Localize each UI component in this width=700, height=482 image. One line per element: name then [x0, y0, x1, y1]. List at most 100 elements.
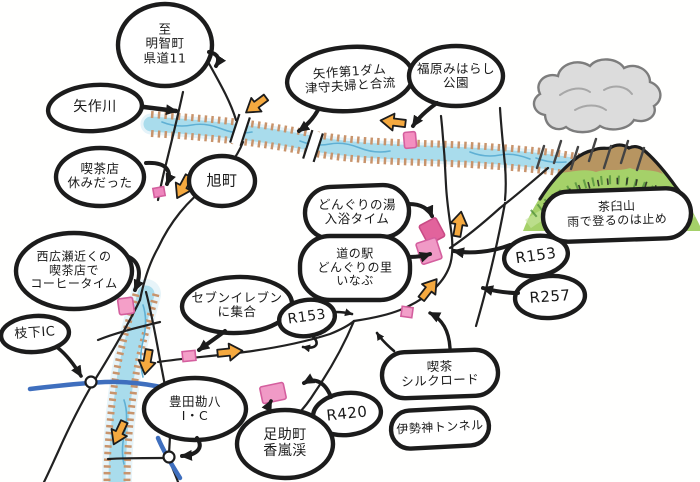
bubble-text: シルクロード	[400, 371, 480, 390]
kanpachi-ic-node	[162, 450, 176, 464]
arrow-michinoeki	[407, 251, 432, 263]
bubble-text: I・C	[181, 408, 209, 423]
bubble-text: 豊田勘八	[168, 393, 222, 409]
bubble-text: 西広瀬近くの	[36, 249, 112, 264]
label-chausuyama: 茶臼山 雨で登るのは止め	[567, 199, 668, 230]
bubble-text: どんぐりの湯	[317, 196, 397, 212]
arrow-route-153-east	[452, 243, 512, 259]
label-seven-eleven: セブンイレブン に集合	[191, 289, 283, 320]
bubble-text: 県道11	[143, 50, 187, 66]
arrow-shidare-ic	[56, 346, 83, 378]
bubble-kissaten-closed	[53, 145, 147, 209]
bubble-text: に集合	[217, 304, 257, 319]
route-arrow-1	[240, 89, 272, 121]
arrow-route-257	[481, 285, 520, 296]
bubble-text: 喫茶店	[80, 160, 120, 176]
road-riverside-west	[42, 298, 142, 482]
road-fukuhara	[498, 106, 507, 202]
road-asuke-branch	[296, 319, 356, 416]
arrow-route-153-curl	[301, 334, 318, 353]
bubble-shidare-ic	[0, 313, 72, 355]
label-shidare-ic: 枝下IC	[14, 324, 56, 343]
label-asahi-cho: 旭町	[206, 172, 237, 189]
label-nishihirose: 西広瀬近くの 喫茶店で コーヒータイム	[30, 250, 117, 291]
bubble-text: 福原みはらし	[416, 60, 496, 76]
shidare-ic-node	[84, 375, 98, 389]
bubble-cafe-silk-road	[379, 347, 501, 401]
bubble-text: 公園	[442, 75, 470, 90]
bubble-text: セブンイレブン	[191, 289, 283, 305]
marker-kissaten	[151, 185, 167, 199]
bubble-text: 旭町	[206, 171, 238, 190]
yahagi-river-top	[151, 114, 587, 177]
bubble-text: 至	[158, 21, 172, 37]
dam-break-1	[229, 113, 251, 147]
label-toyota-kanpachi: 豊田勘八 I・C	[168, 393, 222, 424]
label-asuke-korankei: 足助町 香嵐渓	[263, 427, 307, 460]
marker-korankei	[259, 381, 287, 405]
route-arrow-6	[215, 341, 245, 363]
route-arrow-2	[378, 111, 408, 133]
bubble-text: いなぶ	[336, 273, 374, 288]
bubble-text: 明智町	[145, 35, 185, 51]
bubble-fukuhara-park	[406, 43, 506, 109]
bubble-asuke-korankei	[234, 407, 336, 481]
bubble-text: 足助町	[263, 427, 307, 444]
arrow-nishihirose	[127, 255, 144, 292]
arrow-kissaten	[144, 160, 176, 186]
bubble-text: 香嵐渓	[263, 443, 307, 459]
label-yahagi-river: 矢作川	[73, 99, 117, 116]
bubble-text: 道の駅	[336, 246, 374, 261]
bubble-text: 枝下IC	[14, 324, 56, 343]
road-donguri	[352, 114, 454, 323]
arrow-route-420	[302, 373, 333, 399]
rain-lines	[535, 137, 646, 172]
label-michinoeki: 道の駅 どんぐりの里 いなぶ	[317, 247, 392, 288]
label-kissaten-closed: 喫茶店 休みだった	[67, 160, 133, 191]
bubble-asahi-cho	[186, 153, 258, 209]
label-donguri-yu: どんぐりの湯 入浴タイム	[317, 196, 397, 227]
bubble-yahagi-river	[45, 82, 145, 134]
bubble-pointer-arrows	[56, 50, 520, 461]
marker-nishihirose-cafe	[116, 296, 136, 316]
arrow-yahagi-dam	[297, 108, 320, 133]
bubble-isegami-tunnel	[388, 405, 492, 451]
bubble-toyota-kanpachi	[141, 375, 249, 443]
marker-seven-eleven	[181, 349, 197, 363]
marker-silk-road	[399, 305, 415, 319]
label-to-akechi: 至 明智町 県道11	[143, 21, 187, 66]
bubble-text: 矢作川	[73, 99, 117, 116]
arrow-silk-road-up	[375, 331, 396, 353]
road-bottom-horizontal	[106, 456, 165, 461]
label-fukuhara-park: 福原みはらし 公園	[416, 60, 496, 91]
rain-cloud-icon	[532, 58, 662, 172]
yahagi-river-bottom	[107, 294, 156, 482]
label-route-257: R257	[528, 286, 572, 307]
bubble-michinoeki	[297, 233, 413, 303]
bubble-text: 休みだった	[67, 175, 133, 190]
bubble-text: どんぐりの里	[317, 260, 393, 275]
arrow-silk-road-marker	[428, 311, 452, 350]
road-center-horizontal	[156, 319, 356, 364]
road-cross-river	[96, 320, 162, 342]
arrow-to-akechi	[207, 50, 227, 68]
marker-fukuhara-park	[402, 130, 418, 150]
dam-break-2	[302, 129, 324, 163]
marker-michinoeki	[415, 237, 443, 265]
bubble-text: コーヒータイム	[30, 276, 118, 291]
arrow-toyota-kanpachi	[180, 436, 202, 461]
bubble-text: R257	[528, 286, 572, 307]
bubble-nishihirose	[13, 230, 135, 312]
arrow-donguri-yu	[407, 202, 434, 218]
bubble-to-akechi	[115, 1, 215, 89]
arrow-fukuhara	[411, 101, 439, 128]
road-r257-branch	[474, 201, 507, 328]
arrow-seven-eleven	[197, 329, 227, 352]
arrow-road-direction	[334, 308, 354, 317]
arrow-asuke	[261, 399, 273, 414]
bubble-chausuyama	[540, 186, 694, 244]
bubble-text: 入浴タイム	[324, 211, 390, 226]
